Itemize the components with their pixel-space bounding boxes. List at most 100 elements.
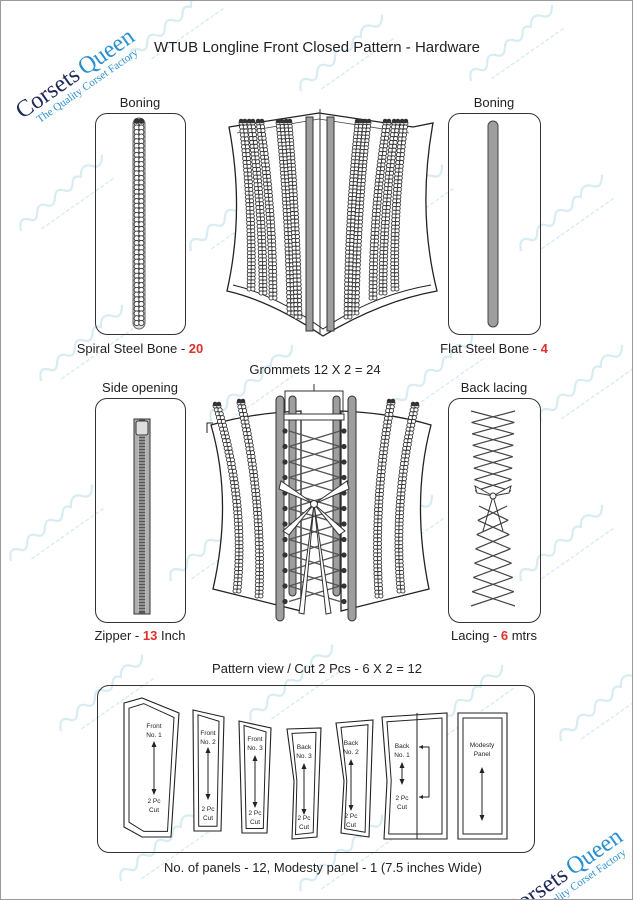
piece-label-name: Back	[297, 744, 312, 751]
grommet	[282, 428, 288, 434]
spiral-bone	[236, 398, 265, 599]
watermark-logo	[249, 644, 346, 722]
watermark-logo	[559, 664, 632, 742]
watermark-logo	[539, 344, 632, 422]
back-lacing	[288, 430, 341, 603]
grommet	[341, 583, 347, 589]
page-title: WTUB Longline Front Closed Pattern - Har…	[154, 39, 480, 56]
piece-label-cut1: 2 Pc	[147, 798, 161, 805]
grommet	[341, 536, 347, 543]
watermark-logo	[129, 1, 226, 62]
watermark-logo	[9, 484, 106, 562]
grommet	[341, 443, 347, 450]
lacing-caption: Lacing - 6 mtrs	[451, 628, 537, 643]
flat-bone-count: 4	[540, 341, 548, 356]
piece-label-name: Back	[344, 740, 359, 747]
piece-label-cut1: 2 Pc	[395, 795, 409, 802]
piece-label-no: No. 3	[247, 745, 263, 752]
piece-label-cut2: Cut	[203, 815, 213, 822]
lacing-length: 6	[500, 628, 509, 643]
piece-label-cut1: 2 Pc	[297, 815, 311, 822]
grommet	[341, 552, 347, 558]
side-opening-label: Side opening	[102, 380, 178, 395]
piece-label-cut2: Cut	[250, 819, 260, 826]
piece-label-cut1: 2 Pc	[201, 806, 215, 813]
piece-label-cut2: Cut	[149, 807, 159, 814]
grommet	[341, 567, 347, 574]
spiral-bone	[368, 118, 392, 301]
caption-unit: mtrs	[508, 628, 537, 643]
back-lacing-label: Back lacing	[460, 380, 528, 395]
piece-label-no: No. 2	[200, 739, 216, 746]
piece-label-cut2: Cut	[299, 824, 309, 831]
grommet	[341, 459, 347, 465]
lacing-bow	[278, 480, 350, 615]
zipper-box	[95, 398, 186, 623]
caption-text: Spiral Steel Bone -	[76, 341, 189, 356]
spiral-bone	[390, 118, 409, 292]
spiral-bone	[212, 401, 244, 594]
pattern-box	[97, 685, 535, 853]
piece-label-no: No. 1	[146, 732, 162, 739]
flat-steel-bone-illustration	[487, 120, 499, 328]
boning-label-right: Boning	[473, 95, 515, 110]
piece-label-no: Panel	[474, 751, 491, 758]
spiral-bone-caption: Spiral Steel Bone - 20	[77, 341, 203, 356]
spiral-bone	[394, 401, 420, 594]
grommet	[341, 474, 347, 481]
piece-label-no: No. 1	[394, 752, 410, 759]
caption-unit: Inch	[157, 628, 186, 643]
grommet	[282, 474, 288, 481]
caption-text: Flat Steel Bone -	[440, 341, 541, 356]
footer-note: No. of panels - 12, Modesty panel - 1 (7…	[164, 860, 482, 875]
watermark-logo	[519, 504, 616, 582]
spiral-bone	[238, 118, 256, 292]
grommet	[282, 567, 288, 574]
watermark-logo	[19, 154, 116, 232]
spiral-bone	[283, 118, 303, 320]
spiral-steel-bone-illustration	[132, 117, 146, 330]
caption-text: Lacing -	[451, 628, 501, 643]
piece-label-cut2: Cut	[346, 822, 356, 829]
spiral-bone	[275, 118, 296, 316]
piece-label-no: No. 3	[296, 753, 312, 760]
piece-label-name: Front	[146, 723, 161, 730]
grommet	[341, 505, 347, 512]
spiral-bone	[246, 118, 268, 296]
caption-text: Zipper -	[94, 628, 143, 643]
grommet	[282, 536, 288, 543]
piece-label-cut1: 2 Pc	[248, 810, 262, 817]
watermark-logo	[119, 804, 216, 882]
spiral-bone	[255, 118, 278, 301]
spiral-bone-count: 20	[188, 341, 204, 356]
zipper-length: 13	[142, 628, 158, 643]
grommet	[282, 459, 288, 465]
grommet	[341, 521, 347, 527]
grommet	[282, 583, 288, 589]
spiral-bone	[343, 118, 364, 320]
piece-label-name: Modesty	[470, 742, 495, 749]
zipper-caption: Zipper - 13 Inch	[94, 628, 185, 643]
grommet	[282, 505, 288, 512]
spiral-bone-box	[95, 113, 186, 335]
corset-back-view	[206, 384, 432, 622]
flat-bone-caption: Flat Steel Bone - 4	[440, 341, 548, 356]
spiral-bone	[373, 398, 396, 599]
zipper-illustration	[133, 418, 151, 615]
spiral-bone	[378, 118, 401, 296]
grommet	[282, 443, 288, 450]
grommet	[282, 521, 288, 527]
watermark-logo	[469, 4, 566, 82]
watermark-logo	[39, 304, 136, 382]
grommet	[341, 598, 347, 605]
spiral-bone	[133, 118, 145, 327]
